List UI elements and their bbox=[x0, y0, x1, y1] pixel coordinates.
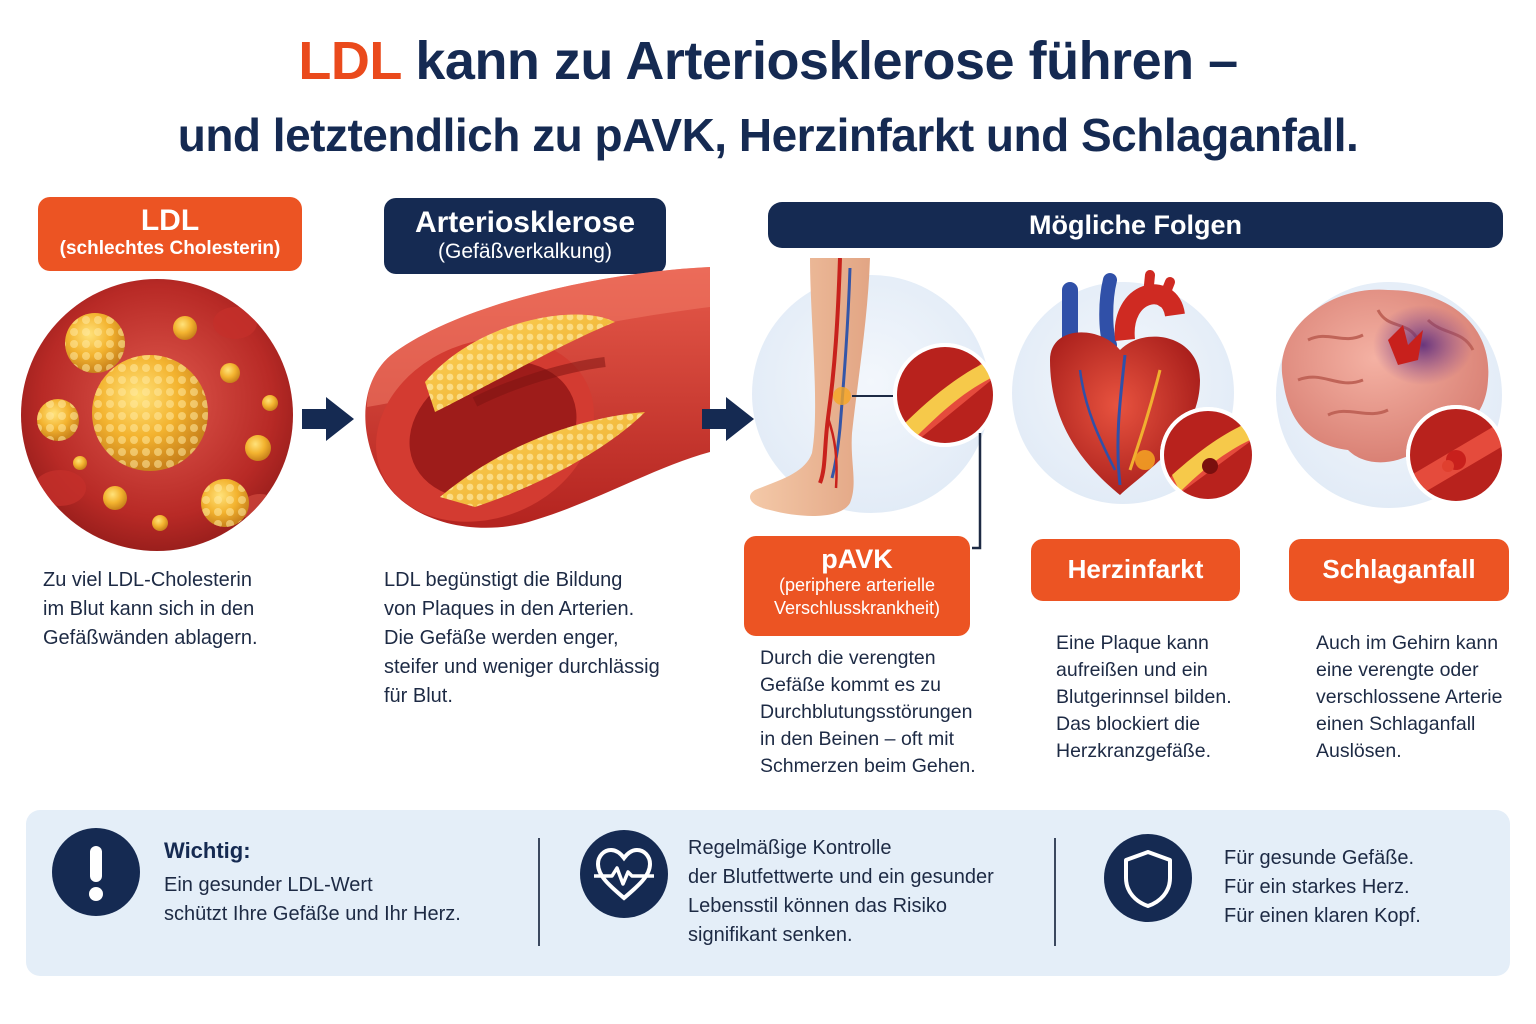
schlag-desc-line: Auslösen. bbox=[1316, 740, 1402, 762]
herz-desc-line: Eine Plaque kann bbox=[1056, 632, 1209, 654]
gesund-block: Für gesunde Gefäße. Für ein starkes Herz… bbox=[1224, 844, 1421, 931]
pavk-label: pAVK bbox=[821, 544, 893, 574]
pavk-desc-line: Schmerzen beim Gehen. bbox=[760, 755, 976, 777]
herz-label: Herzinfarkt bbox=[1067, 554, 1204, 584]
ldl-label-pill: LDL (schlechtes Cholesterin) bbox=[38, 197, 302, 271]
arterio-sublabel: (Gefäßverkalkung) bbox=[438, 240, 612, 263]
gesund-line: Für ein starkes Herz. bbox=[1224, 876, 1410, 898]
arterio-desc-line: von Plaques in den Arterien. bbox=[384, 598, 635, 620]
wichtig-line: schützt Ihre Gefäße und Ihr Herz. bbox=[164, 903, 461, 925]
pavk-description: Durch die verengten Gefäße kommt es zu D… bbox=[760, 645, 976, 780]
folgen-header-label: Mögliche Folgen bbox=[1029, 210, 1242, 240]
artery-plaque-illustration bbox=[365, 267, 710, 528]
panel-divider bbox=[1054, 838, 1056, 946]
heart-illustration bbox=[1050, 270, 1256, 503]
page-title-line-1: LDL kann zu Arteriosklerose führen – bbox=[0, 30, 1536, 92]
schlag-label-pill: Schlaganfall bbox=[1289, 539, 1509, 601]
pavk-sublabel-2: Verschlusskrankheit) bbox=[773, 598, 941, 618]
kontrolle-line: der Blutfettwerte und ein gesunder bbox=[688, 866, 994, 888]
arterio-desc-line: LDL begünstigt die Bildung bbox=[384, 569, 623, 591]
panel-divider bbox=[538, 838, 540, 946]
herz-desc-line: Das blockiert die bbox=[1056, 713, 1201, 735]
title-line-1-rest: kann zu Arteriosklerose führen – bbox=[400, 31, 1238, 91]
arterio-desc-line: Die Gefäße werden enger, bbox=[384, 627, 619, 649]
arterio-description: LDL begünstigt die Bildung von Plaques i… bbox=[384, 566, 660, 711]
arterio-label-pill: Arteriosklerose (Gefäßverkalkung) bbox=[384, 198, 666, 274]
kontrolle-line: Regelmäßige Kontrolle bbox=[688, 837, 892, 859]
folgen-header: Mögliche Folgen bbox=[768, 202, 1503, 248]
title-accent-ldl: LDL bbox=[298, 31, 401, 91]
ldl-description: Zu viel LDL-Cholesterin im Blut kann sic… bbox=[43, 566, 258, 653]
schlag-desc-line: verschlossene Arterie bbox=[1316, 686, 1503, 708]
ldl-desc-line: Gefäßwänden ablagern. bbox=[43, 627, 258, 649]
gesund-line: Für einen klaren Kopf. bbox=[1224, 905, 1421, 927]
gesund-line: Für gesunde Gefäße. bbox=[1224, 847, 1415, 869]
bottom-info-panel bbox=[26, 810, 1510, 976]
ldl-desc-line: im Blut kann sich in den bbox=[43, 598, 255, 620]
heart-pulse-icon bbox=[580, 830, 668, 918]
arrow-right-icon bbox=[302, 397, 354, 441]
kontrolle-block: Regelmäßige Kontrolle der Blutfettwerte … bbox=[688, 834, 994, 950]
pavk-desc-line: Durch die verengten bbox=[760, 647, 936, 669]
schlag-description: Auch im Gehirn kann eine verengte oder v… bbox=[1316, 630, 1502, 765]
pavk-desc-line: in den Beinen – oft mit bbox=[760, 728, 955, 750]
arterio-desc-line: steifer und weniger durchlässig bbox=[384, 656, 660, 678]
herz-description: Eine Plaque kann aufreißen und ein Blutg… bbox=[1056, 630, 1232, 765]
brain-illustration bbox=[1281, 289, 1506, 505]
ldl-sublabel: (schlechtes Cholesterin) bbox=[59, 238, 281, 259]
ldl-desc-line: Zu viel LDL-Cholesterin bbox=[43, 569, 252, 591]
kontrolle-line: Lebensstil können das Risiko bbox=[688, 895, 948, 917]
leg-artery-illustration bbox=[750, 258, 997, 550]
arterio-label: Arteriosklerose bbox=[414, 206, 636, 239]
wichtig-line: Ein gesunder LDL-Wert bbox=[164, 874, 373, 896]
herz-desc-line: aufreißen und ein bbox=[1056, 659, 1208, 681]
exclamation-icon bbox=[52, 828, 140, 916]
pavk-label-pill: pAVK (periphere arterielle Verschlusskra… bbox=[744, 536, 970, 636]
arterio-desc-line: für Blut. bbox=[384, 685, 453, 707]
wichtig-block: Wichtig: Ein gesunder LDL-Wert schützt I… bbox=[164, 836, 461, 929]
pavk-desc-line: Gefäße kommt es zu bbox=[760, 674, 941, 696]
pavk-sublabel-1: (periphere arterielle bbox=[778, 575, 936, 595]
page-title-line-2: und letztendlich zu pAVK, Herzinfarkt un… bbox=[177, 109, 1359, 161]
arrow-right-icon bbox=[702, 397, 754, 441]
pavk-desc-line: Durchblutungsstörungen bbox=[760, 701, 973, 723]
kontrolle-line: signifikant senken. bbox=[688, 924, 853, 946]
herz-desc-line: Blutgerinnsel bilden. bbox=[1056, 686, 1232, 708]
herz-desc-line: Herzkranzgefäße. bbox=[1056, 740, 1211, 762]
schlag-desc-line: einen Schlaganfall bbox=[1316, 713, 1476, 735]
wichtig-title: Wichtig: bbox=[164, 838, 251, 863]
schlag-desc-line: eine verengte oder bbox=[1316, 659, 1479, 681]
herz-label-pill: Herzinfarkt bbox=[1031, 539, 1240, 601]
ldl-particles-illustration bbox=[21, 279, 293, 551]
ldl-label: LDL bbox=[140, 204, 200, 237]
shield-icon bbox=[1104, 834, 1192, 922]
schlag-label: Schlaganfall bbox=[1322, 554, 1476, 584]
schlag-desc-line: Auch im Gehirn kann bbox=[1316, 632, 1499, 654]
